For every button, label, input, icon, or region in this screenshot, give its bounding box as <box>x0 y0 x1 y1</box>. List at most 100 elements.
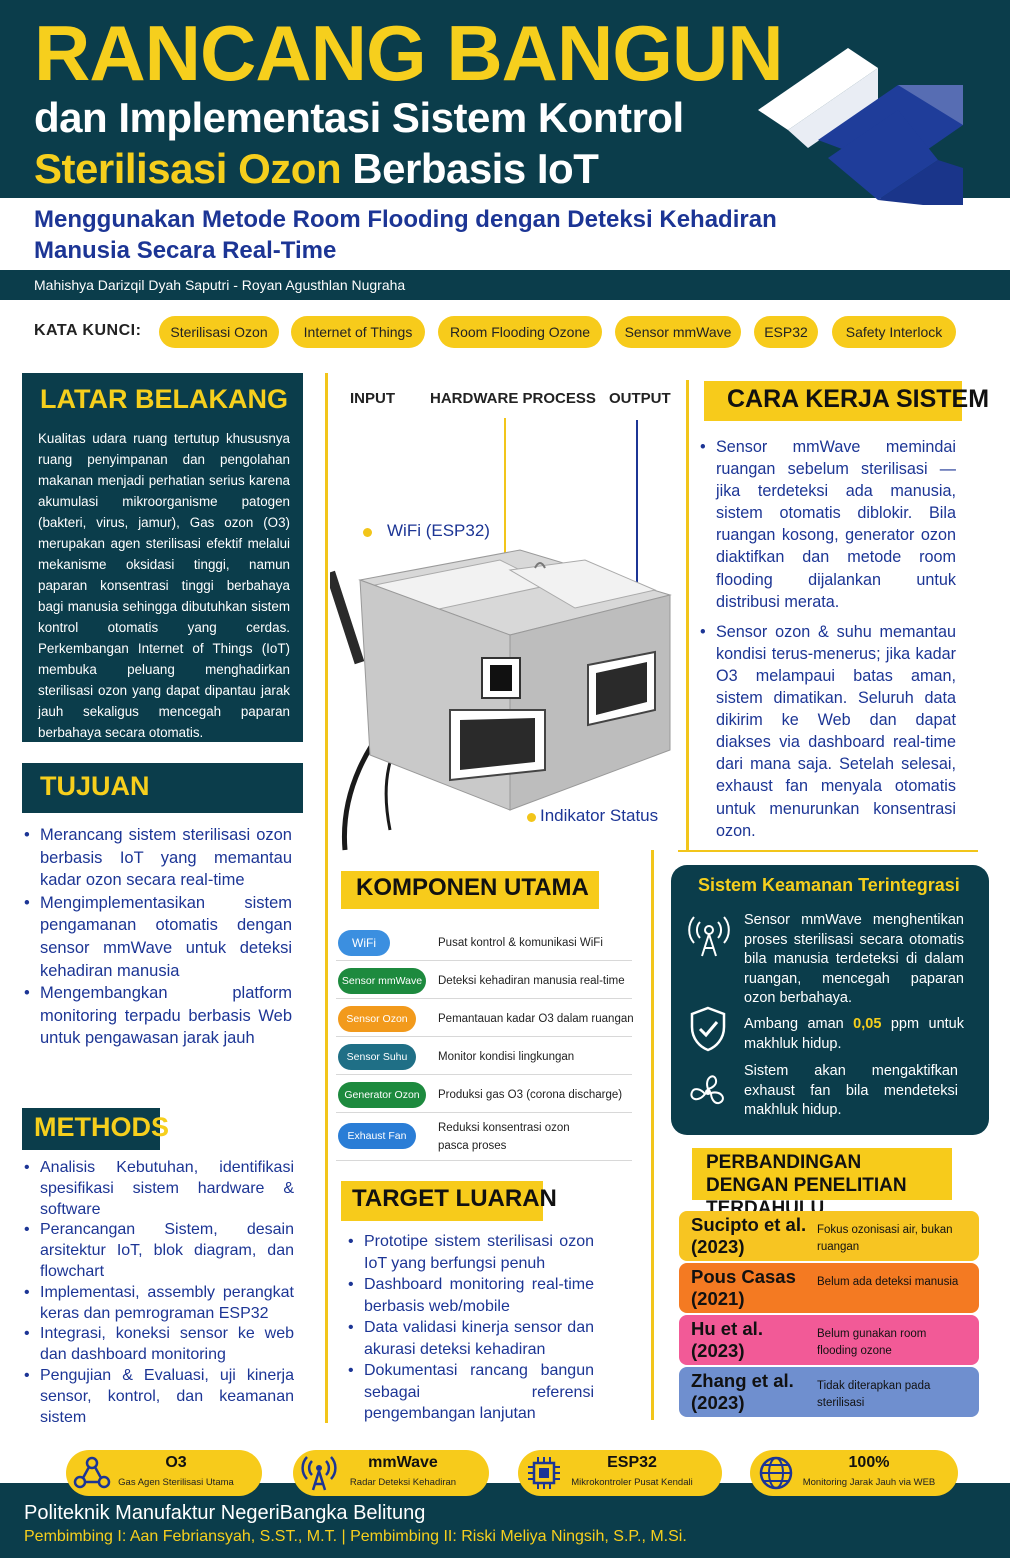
list-item: Perancangan Sistem, desain arsitektur Io… <box>22 1220 294 1282</box>
stat-label: Monitoring Jarak Jauh via WEB <box>802 1477 936 1488</box>
radar-icon <box>301 1456 337 1491</box>
target-list: Prototipe sistem sterilisasi ozon IoT ya… <box>346 1231 594 1425</box>
methods-header <box>22 1108 160 1150</box>
shield-check-icon <box>690 1006 726 1052</box>
component-pill: WiFi <box>338 930 390 956</box>
reference-desc: Tidak diterapkan pada sterilisasi <box>817 1380 931 1409</box>
component-desc: Reduksi konsentrasi ozon pasca proses <box>438 1122 570 1152</box>
list-item: Data validasi kinerja sensor dan akurasi… <box>346 1317 594 1360</box>
keyword-chip: Internet of Things <box>291 316 425 348</box>
component-desc: Deteksi kehadiran manusia real-time <box>438 975 625 987</box>
author-bar <box>0 270 1010 300</box>
stat-value: ESP32 <box>607 1454 657 1471</box>
comparison-row: Pous Casas (2021) Belum ada deteksi manu… <box>679 1263 979 1313</box>
keywords-label: KATA KUNCI: <box>34 322 142 339</box>
comparison-row: Hu et al. (2023) Belum gunakan room floo… <box>679 1315 979 1365</box>
authors: Mahishya Darizqil Dyah Saputri - Royan A… <box>34 277 406 293</box>
reference-desc: Belum gunakan room flooding ozone <box>817 1328 927 1357</box>
list-item: Merancang sistem sterilisasi ozon berbas… <box>22 824 292 892</box>
output-label: OUTPUT <box>609 390 671 407</box>
reference-name: Pous Casas (2021) <box>691 1266 796 1309</box>
list-item: Integrasi, koneksi sensor ke web dan das… <box>22 1324 294 1366</box>
output-line <box>636 420 638 590</box>
chip-icon <box>528 1457 560 1489</box>
fan-icon <box>690 1075 724 1105</box>
stat-value: mmWave <box>368 1454 438 1471</box>
component-desc: Monitor kondisi lingkungan <box>438 1051 575 1063</box>
components-title: KOMPONEN UTAMA <box>356 874 589 901</box>
stat-badge: mmWave Radar Deteksi Kehadiran <box>293 1450 489 1496</box>
keyword-chip: Safety Interlock <box>832 316 956 348</box>
list-item: Prototipe sistem sterilisasi ozon IoT ya… <box>346 1231 594 1274</box>
component-pill: Exhaust Fan <box>338 1123 416 1149</box>
stat-value: 100% <box>848 1454 890 1471</box>
stat-label: Radar Deteksi Kehadiran <box>349 1477 457 1488</box>
callout-dot <box>363 528 372 537</box>
stat-badge: ESP32 Mikrokontroler Pusat Kendali <box>518 1450 722 1496</box>
title-rest: Berbasis IoT <box>341 145 599 192</box>
list-item: Sensor mmWave memindai ruangan sebelum s… <box>698 436 956 613</box>
security-panel <box>671 865 989 1135</box>
reference-desc: Fokus ozonisasi air, bukan ruangan <box>817 1224 953 1253</box>
list-item: Dokumentasi rancang bangun sebagai refer… <box>346 1360 594 1425</box>
methods-list: Analisis Kebutuhan, identifikasi spesifi… <box>22 1158 294 1450</box>
reference-name: Sucipto et al. (2023) <box>691 1214 807 1257</box>
target-header <box>341 1181 543 1221</box>
threshold-unit: ppm untuk makhluk hidup. <box>744 1016 964 1052</box>
keyword-chip: Sensor mmWave <box>615 316 741 348</box>
stat-label: Gas Agen Sterilisasi Utama <box>118 1477 234 1488</box>
table-row: Generator Ozon Produksi gas O3 (corona d… <box>336 1075 632 1113</box>
title-highlight: Sterilisasi Ozon <box>34 145 342 192</box>
background-text: Kualitas udara ruang tertutup khususnya … <box>38 431 290 740</box>
title-line-2: dan Implementasi Sistem Kontrol <box>34 94 684 141</box>
keyword-chip: Sterilisasi Ozon <box>159 316 279 348</box>
advisors: Pembimbing I: Aan Febriansyah, S.ST., M.… <box>24 1528 687 1545</box>
stat-badge: O3 Gas Agen Sterilisasi Utama <box>66 1450 262 1496</box>
wifi-callout: WiFi (ESP32) <box>387 521 490 540</box>
component-pill: Sensor Ozon <box>338 1006 416 1032</box>
objectives-list: Merancang sistem sterilisasi ozon berbas… <box>22 824 292 1050</box>
threshold-value: 0,05 <box>853 1016 882 1032</box>
institution-name: Politeknik Manufaktur NegeriBangka Belit… <box>24 1502 426 1524</box>
list-item: Implementasi, assembly perangkat keras d… <box>22 1283 294 1325</box>
component-desc: Produksi gas O3 (corona discharge) <box>438 1089 623 1101</box>
objectives-title: TUJUAN <box>40 771 150 801</box>
keyword-chip: ESP32 <box>754 316 818 348</box>
comparison-header <box>692 1148 952 1200</box>
table-row: Sensor Ozon Pemantauan kadar O3 dalam ru… <box>336 999 634 1037</box>
stat-label: Mikrokontroler Pusat Kendali <box>571 1477 693 1488</box>
list-item: Mengimplementasikan sistem pengamanan ot… <box>22 892 292 982</box>
security-item-3: Sistem akan mengaktifkan exhaust fan bil… <box>744 1063 958 1118</box>
callout-dot <box>527 813 536 822</box>
reference-name: Zhang et al. (2023) <box>691 1370 794 1413</box>
security-title: Sistem Keamanan Terintegrasi <box>698 875 960 895</box>
how-it-works-list: Sensor mmWave memindai ruangan sebelum s… <box>698 436 956 850</box>
radar-sensor-icon <box>688 916 730 957</box>
comparison-row: Sucipto et al. (2023) Fokus ozonisasi ai… <box>679 1211 979 1261</box>
objectives-header <box>22 763 303 813</box>
keyword-chip: Room Flooding Ozone <box>438 316 602 348</box>
device-image <box>330 549 672 851</box>
subtitle: Menggunakan Metode Room Flooding dengan … <box>34 206 777 264</box>
input-label: INPUT <box>350 390 395 407</box>
row-divider <box>678 850 978 852</box>
component-pill: Generator Ozon <box>338 1082 426 1108</box>
stat-badge: 100% Monitoring Jarak Jauh via WEB <box>750 1450 958 1496</box>
background-title: LATAR BELAKANG <box>40 384 288 414</box>
comparison-row: Zhang et al. (2023) Tidak diterapkan pad… <box>679 1367 979 1417</box>
threshold-text: Ambang aman <box>744 1016 854 1032</box>
table-row: WiFi Pusat kontrol & komunikasi WiFi <box>336 923 632 961</box>
reference-desc: Belum ada deteksi manusia <box>817 1276 959 1288</box>
page-title: RANCANG BANGUN <box>34 9 784 97</box>
title-line-3: Sterilisasi Ozon Berbasis IoT <box>34 145 599 193</box>
list-item: Dashboard monitoring real-time berbasis … <box>346 1274 594 1317</box>
list-item: Mengembangkan platform monitoring terpad… <box>22 982 292 1050</box>
globe-icon <box>759 1456 793 1490</box>
table-row: Sensor mmWave Deteksi kehadiran manusia … <box>336 961 632 999</box>
list-item: Pengujian & Evaluasi, uji kinerja sensor… <box>22 1366 294 1428</box>
background-panel <box>22 373 303 742</box>
table-row: Exhaust Fan Reduksi konsentrasi ozon pas… <box>336 1113 632 1161</box>
list-item: Analisis Kebutuhan, identifikasi spesifi… <box>22 1158 294 1220</box>
target-title: TARGET LUARAN <box>352 1185 557 1212</box>
comparison-title: PERBANDINGAN DENGAN PENELITIAN TERDAHULU <box>706 1152 907 1219</box>
